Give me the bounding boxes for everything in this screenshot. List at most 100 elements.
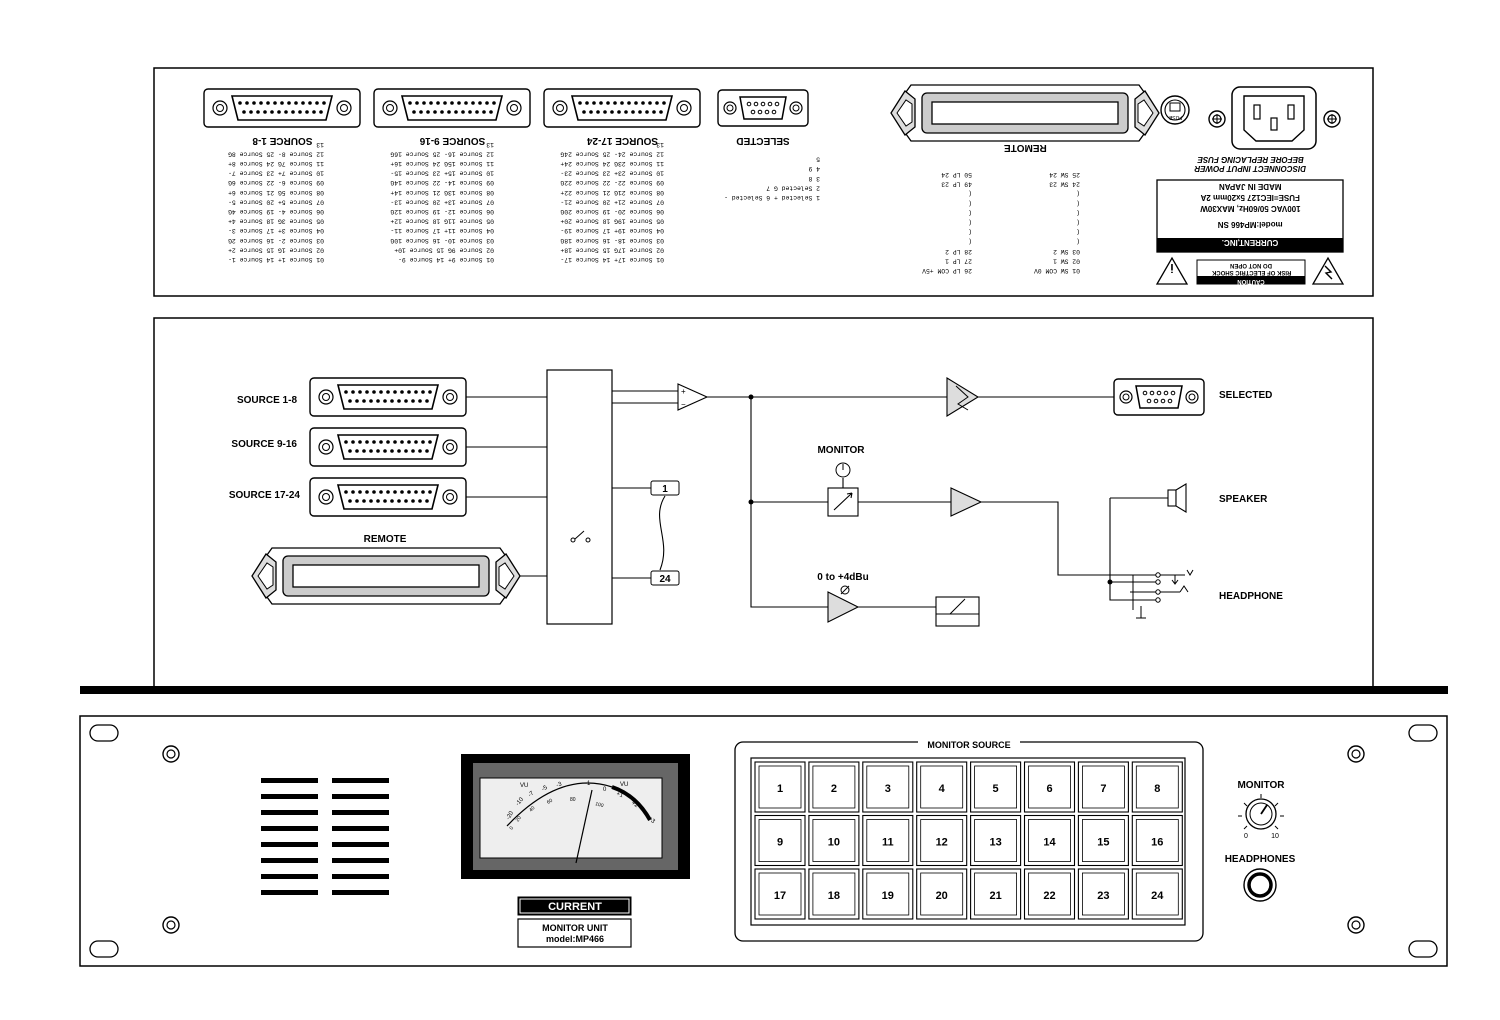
- source-button-4[interactable]: 4: [916, 761, 968, 813]
- source-button-16[interactable]: 16: [1131, 814, 1183, 867]
- vu-pct-4: 80: [570, 797, 576, 803]
- source-button-12[interactable]: 12: [916, 814, 968, 867]
- brand-name: CURRENT: [548, 901, 602, 913]
- pinout-line: 09 Source 22- 22 Source 22G: [560, 179, 664, 186]
- source-button-3[interactable]: 3: [862, 761, 914, 813]
- pinout-source-1-8: 01 Source 1+ 14 Source 1-02 Source 1G 15…: [228, 141, 324, 263]
- source-button-17[interactable]: 17: [754, 868, 806, 920]
- pinout-line: (: [1076, 190, 1080, 197]
- vu-pct-5: 100: [594, 801, 604, 809]
- diagram-source-17-24-connector: [309, 477, 467, 517]
- source-button-22[interactable]: 22: [1023, 868, 1076, 920]
- source-button-6[interactable]: 6: [1023, 761, 1076, 813]
- source-button-label: 12: [936, 837, 948, 849]
- pinout-line: 05 Source 3G 18 Source 4+: [228, 218, 324, 225]
- pinout-line: 28 LP 2: [945, 248, 972, 255]
- rear-source-1-8-connector: [203, 88, 361, 128]
- source-button-20[interactable]: 20: [916, 868, 968, 920]
- source-button-label: 20: [936, 890, 948, 902]
- source-button-label: 14: [1043, 837, 1056, 849]
- source-button-23[interactable]: 23: [1077, 868, 1129, 920]
- model-line-1: MONITOR UNIT: [542, 923, 608, 933]
- headphones-jack[interactable]: [1243, 868, 1277, 902]
- source-button-13[interactable]: 13: [970, 814, 1022, 867]
- spec-maker: CURRENT,INC.: [1222, 238, 1278, 247]
- source-button-10[interactable]: 10: [808, 814, 860, 867]
- minus-sign-icon: −: [681, 400, 686, 409]
- pinout-line: 08 Source 5G 21 Source 6+: [228, 189, 324, 196]
- pinout-line: 49 LP 23: [941, 181, 972, 188]
- pinout-line: 06 Source 12- 19 Source 12G: [390, 208, 494, 215]
- vu-scale-9: +3: [647, 816, 657, 825]
- pinout-line: 01 SW COM 0V: [1034, 267, 1080, 274]
- pinout-line: 25 SW 24: [1049, 171, 1080, 178]
- source-button-14[interactable]: 14: [1023, 814, 1076, 867]
- source-button-8[interactable]: 8: [1131, 761, 1183, 813]
- rear-panel: SOURCE 1-8 SOURCE 9-16 SOURCE 17-24 SELE…: [153, 67, 1374, 297]
- source-button-1[interactable]: 1: [754, 761, 806, 813]
- vu-scale-1: -10: [515, 796, 526, 807]
- source-button-9[interactable]: 9: [754, 814, 806, 867]
- caution-line-3: DO NOT OPEN: [1230, 262, 1272, 268]
- source-button-24[interactable]: 24: [1131, 868, 1183, 920]
- pinout-line: 11 Source 15G 24 Source 16+: [390, 160, 494, 167]
- signal-lines: [466, 390, 1168, 608]
- source-button-7[interactable]: 7: [1077, 761, 1129, 813]
- source-button-18[interactable]: 18: [808, 868, 860, 920]
- rack-slot-top-right: [1408, 724, 1438, 742]
- pinout-line: 07 Source 13+ 20 Source 13-: [390, 198, 494, 205]
- source-button-label: 24: [1151, 890, 1164, 902]
- source-button-label: 2: [831, 783, 837, 795]
- rear-source-9-16-connector: [373, 88, 531, 128]
- monitor-knob-label: MONITOR: [1237, 780, 1285, 791]
- rear-label-selected: SELECTED: [736, 135, 789, 146]
- pinout-line: 5: [816, 156, 820, 163]
- source-button-label: 19: [882, 890, 894, 902]
- source-button-19[interactable]: 19: [862, 868, 914, 920]
- diagram-label-selected: SELECTED: [1219, 390, 1272, 401]
- pinout-line: 13: [656, 141, 664, 148]
- spec-line-3: 100VAC 50/60Hz, MAX30W: [1200, 204, 1301, 213]
- pinout-line: 13: [316, 141, 324, 148]
- source-button-15[interactable]: 15: [1077, 814, 1129, 867]
- source-button-11[interactable]: 11: [862, 814, 914, 867]
- pinout-line: 50 LP 24: [941, 171, 972, 178]
- pinout-line: (: [968, 219, 972, 226]
- caution-line-2: RISK OF ELECTRIC SHOCK: [1211, 269, 1291, 275]
- diagram-label-monitor: MONITOR: [817, 445, 865, 456]
- pinout-line: 06 Source 20- 19 Source 20G: [560, 208, 664, 215]
- lightning-icon: [1324, 265, 1333, 280]
- pinout-line: 08 Source 13G 21 Source 14+: [390, 189, 494, 196]
- pinout-line: 07 Source 5+ 20 Source 5-: [228, 198, 324, 205]
- source-button-5[interactable]: 5: [970, 761, 1022, 813]
- rear-label-source-9-16: SOURCE 9-16: [419, 135, 485, 146]
- pinout-line: 03 Source 10- 16 Source 10G: [390, 237, 494, 244]
- source-button-21[interactable]: 21: [970, 868, 1022, 920]
- pinout-line: 24 SW 23: [1049, 181, 1080, 188]
- divider-bar: [80, 686, 1448, 694]
- source-button-2[interactable]: 2: [808, 761, 860, 813]
- pinout-line: 04 Source 3+ 17 Source 3-: [228, 227, 324, 234]
- monitor-knob[interactable]: [1238, 794, 1284, 830]
- source-button-label: 18: [828, 890, 840, 902]
- pinout-line: 09 Source 6- 22 Source 6G: [228, 179, 324, 186]
- source-button-label: 22: [1043, 890, 1055, 902]
- fuse-holder: FUSE: [1160, 95, 1190, 125]
- pinout-line: 27 LP 1: [945, 257, 972, 264]
- pinout-line: (: [1076, 238, 1080, 245]
- knob-min-label: 0: [1244, 833, 1248, 840]
- diagram-label-remote: REMOTE: [364, 534, 407, 545]
- diagram-label-source-17-24: SOURCE 17-24: [229, 490, 301, 501]
- pinout-line: 03 Source 18- 16 Source 18G: [560, 237, 664, 244]
- block-diagram: SOURCE 1-8 SOURCE 9-16 SOURCE 17-24 REMO…: [153, 317, 1374, 686]
- pinout-line: 07 Source 21+ 20 Source 21-: [560, 198, 664, 205]
- pinout-line: 02 Source 1G 15 Source 2+: [228, 246, 324, 253]
- pinout-line: (: [968, 238, 972, 245]
- info-icon: i: [1170, 261, 1173, 275]
- pinout-line: 12 Source 24- 25 Source 24G: [560, 150, 664, 157]
- rear-selected-connector: [717, 89, 809, 127]
- pinout-line: (: [1076, 219, 1080, 226]
- pinout-line: 11 Source 23G 24 Source 24+: [560, 160, 664, 167]
